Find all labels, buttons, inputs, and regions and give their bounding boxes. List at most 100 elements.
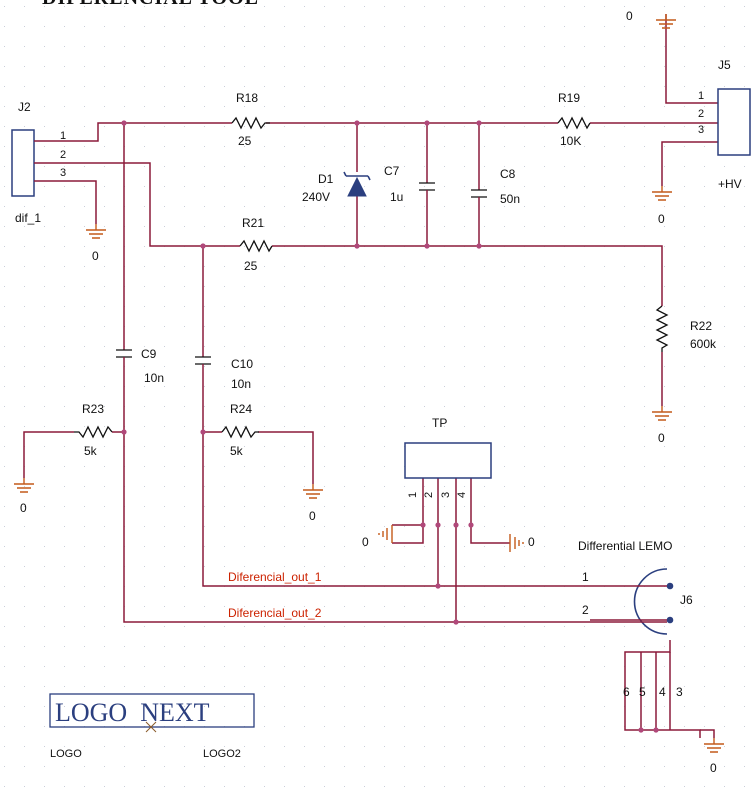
- junction-dot: [424, 243, 430, 249]
- capacitor-c7[interactable]: C7 1u: [384, 164, 435, 204]
- c7-value: 1u: [390, 190, 403, 204]
- ground-label: 0: [626, 9, 633, 23]
- junction-dot: [476, 243, 482, 249]
- logo-text: LOGO NEXT: [55, 698, 210, 727]
- origin-marker-icon: [145, 721, 157, 733]
- j6-value: Differential LEMO: [578, 539, 672, 553]
- junction-dot: [354, 120, 360, 126]
- resistor-r21[interactable]: R21 25: [239, 216, 273, 273]
- resistor-symbol: [74, 425, 113, 439]
- resistor-r18[interactable]: R18 25: [231, 91, 270, 148]
- r21-value: 25: [244, 259, 258, 273]
- junctions: [121, 120, 659, 733]
- c9-value: 10n: [144, 371, 164, 385]
- logo-frame: [49, 693, 255, 728]
- capacitor-c8[interactable]: C8 50n: [471, 167, 520, 206]
- j6-pin-2: 2: [582, 603, 589, 617]
- test-point-tp[interactable]: TP 1 2 3 4: [404, 416, 492, 498]
- j6-shield-pin-6: 6: [623, 685, 630, 699]
- r21-ref: R21: [242, 216, 264, 230]
- j2-ref: J2: [18, 100, 31, 114]
- j2-pin-3: 3: [60, 167, 66, 179]
- tp-ref: TP: [432, 416, 447, 430]
- tp-pin-2: 2: [423, 492, 435, 498]
- ground-label: 0: [362, 535, 369, 549]
- resistor-symbol: [557, 116, 591, 130]
- ground-label: 0: [92, 249, 99, 263]
- logo2-label: LOGO2: [203, 748, 241, 760]
- junction-dot: [453, 522, 459, 528]
- junction-dot: [200, 243, 206, 249]
- junction-dot: [435, 522, 441, 528]
- c8-value: 50n: [500, 192, 520, 206]
- resistor-r23[interactable]: R23 5k: [74, 402, 113, 458]
- r18-ref: R18: [236, 91, 258, 105]
- ground-label: 0: [309, 509, 316, 523]
- junction-dot: [424, 120, 430, 126]
- ground-r22: 0: [652, 406, 672, 445]
- ground-tp-left: 0: [362, 525, 393, 549]
- resistor-r22[interactable]: R22 600k: [655, 305, 717, 352]
- junction-dot: [420, 522, 426, 528]
- j6-shield-pin-4: 4: [659, 685, 666, 699]
- ground-r23: 0: [14, 478, 34, 515]
- diode-d1[interactable]: D1 240V: [302, 171, 371, 204]
- r23-ref: R23: [82, 402, 104, 416]
- ground-j5-top: 0: [626, 9, 676, 29]
- resistor-symbol: [231, 116, 270, 130]
- sheet-title: DIFERENCIAL TOOL: [42, 0, 259, 9]
- junction-dot: [200, 429, 206, 435]
- j6-pin-1: 1: [582, 570, 589, 584]
- j2-pin-2: 2: [60, 149, 66, 161]
- connector-j2-body: [11, 129, 35, 197]
- junction-dot: [453, 619, 459, 625]
- r22-value: 600k: [690, 337, 717, 351]
- junction-dot: [476, 120, 482, 126]
- d1-ref: D1: [318, 172, 334, 186]
- r22-ref: R22: [690, 319, 712, 333]
- tp-body: [404, 442, 492, 479]
- diode-symbol: [347, 176, 367, 197]
- tp-pin-3: 3: [440, 492, 452, 498]
- net-label-out-2: Diferencial_out_2: [228, 606, 322, 620]
- junction-dot: [354, 243, 360, 249]
- ground-j2: 0: [86, 224, 106, 263]
- ground-label: 0: [658, 431, 665, 445]
- j5-pin-1: 1: [698, 90, 704, 102]
- connector-j5[interactable]: J5 +HV 1 2 3: [698, 58, 751, 191]
- d1-value: 240V: [302, 190, 330, 204]
- c7-ref: C7: [384, 164, 400, 178]
- resistor-r19[interactable]: R19 10K: [557, 91, 591, 148]
- ground-label: 0: [710, 761, 717, 775]
- capacitor-c9[interactable]: C9 10n: [116, 347, 164, 385]
- ground-j6: 0: [700, 729, 724, 775]
- ground-label: 0: [528, 535, 535, 549]
- logo-block[interactable]: LOGO NEXT LOGO LOGO2: [49, 693, 255, 760]
- lemo-shell: [633, 568, 668, 635]
- j2-pin-1: 1: [60, 130, 66, 142]
- connector-j2[interactable]: J2 dif_1 1 2 3: [11, 100, 70, 225]
- c9-ref: C9: [141, 347, 157, 361]
- j5-pin-3: 3: [698, 124, 704, 136]
- c10-value: 10n: [231, 377, 251, 391]
- tp-pin-4: 4: [456, 492, 468, 498]
- junction-dot: [653, 727, 659, 733]
- r19-value: 10K: [560, 134, 581, 148]
- net-label-out-1: Diferencial_out_1: [228, 570, 322, 584]
- connector-j6[interactable]: Differential LEMO J6 1 2 6 5 4 3: [578, 539, 693, 730]
- r24-value: 5k: [230, 444, 244, 458]
- capacitor-c10[interactable]: C10 10n: [195, 356, 253, 391]
- resistor-symbol: [655, 305, 669, 352]
- ground-label: 0: [20, 501, 27, 515]
- logo-label: LOGO: [50, 748, 82, 760]
- ground-r24: 0: [303, 484, 323, 523]
- j6-ref: J6: [680, 593, 693, 607]
- ground-j5-bottom: 0: [652, 186, 672, 226]
- j6-shield-pin-5: 5: [639, 685, 646, 699]
- j5-ref: J5: [718, 58, 731, 72]
- tp-pin-1: 1: [407, 492, 419, 498]
- resistor-r24[interactable]: R24 5k: [221, 402, 259, 458]
- junction-dot: [121, 429, 127, 435]
